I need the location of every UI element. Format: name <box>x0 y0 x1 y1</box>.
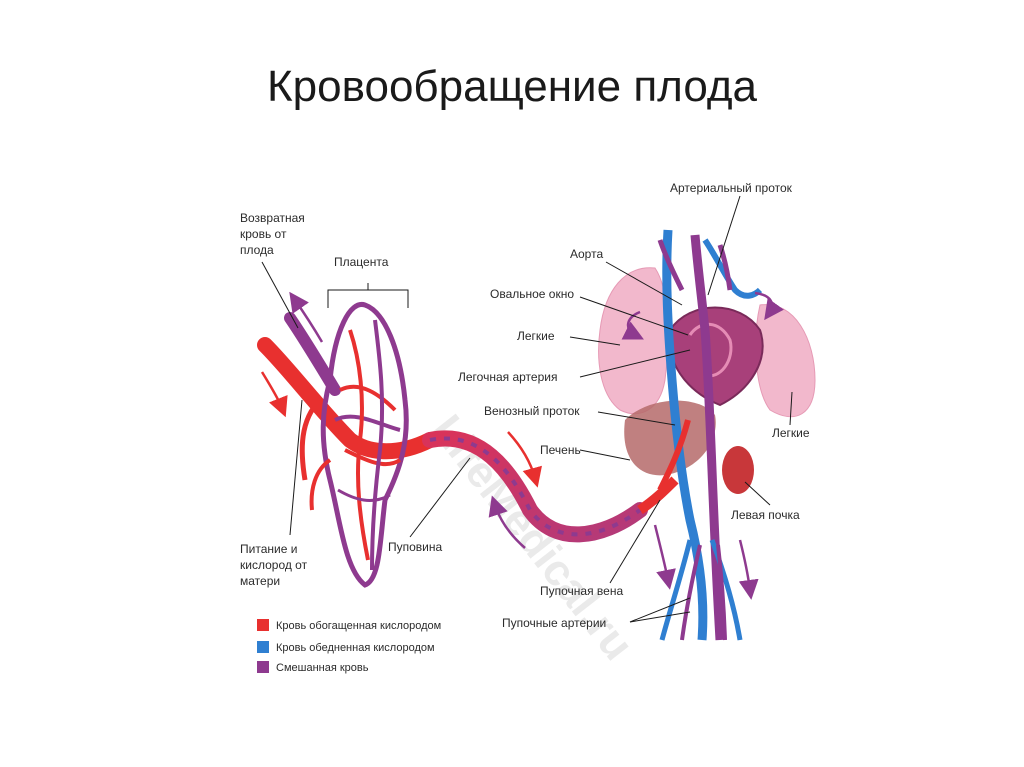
label-umbilical-arteries: Пупочные артерии <box>502 616 606 630</box>
return-blood-arrow <box>289 291 324 343</box>
page-title: Кровообращение плода <box>267 62 757 111</box>
lung-arrow-right <box>754 291 784 321</box>
label-pulmonary-artery: Легочная артерия <box>458 370 557 384</box>
label-nutrition-line2: кислород от <box>240 558 308 572</box>
label-lungs-left: Легкие <box>517 329 555 343</box>
legend-label-oxygenated: Кровь обогащенная кислородом <box>276 620 441 632</box>
fetal-organs <box>598 229 816 641</box>
label-nutrition-line1: Питание и <box>240 542 297 556</box>
label-placenta: Плацента <box>334 255 389 269</box>
label-nutrition-line3: матери <box>240 574 280 588</box>
cord-arrow-in <box>507 431 542 488</box>
label-lungs-right: Легкие <box>772 426 810 440</box>
artery-arrow <box>653 524 676 590</box>
legend-label-deoxygenated: Кровь обедненная кислородом <box>276 642 435 654</box>
left-lung-shape <box>598 267 669 415</box>
legend-swatch-oxygenated <box>257 619 269 631</box>
label-liver: Печень <box>540 443 581 457</box>
label-return-blood-line1: Возвратная <box>240 211 305 225</box>
label-left-kidney: Левая почка <box>731 508 800 522</box>
label-ductus-arteriosus: Артериальный проток <box>670 181 793 195</box>
leader-lines <box>261 195 793 623</box>
label-return-blood-line3: плода <box>240 243 274 257</box>
legend: Кровь обогащенная кислородом Кровь обедн… <box>257 619 441 674</box>
label-umbilical-vein: Пупочная вена <box>540 584 623 598</box>
label-foramen-ovale: Овальное окно <box>490 287 574 301</box>
lung-arrow-left <box>621 310 644 340</box>
label-return-blood-line2: кровь от <box>240 227 287 241</box>
kidney-shape <box>722 446 754 494</box>
label-ductus-venosus: Венозный проток <box>484 404 580 418</box>
cord-arrow-out <box>488 495 526 549</box>
legend-swatch-deoxygenated <box>257 641 269 653</box>
umbilical-cord <box>422 430 679 543</box>
right-lung-shape <box>755 304 816 418</box>
artery-arrow-right <box>738 539 759 600</box>
label-umbilical-cord: Пуповина <box>388 540 443 554</box>
liver-shape <box>624 400 716 476</box>
label-aorta: Аорта <box>570 247 603 261</box>
placenta-vessels <box>257 302 438 588</box>
maternal-supply-arrow <box>260 371 288 418</box>
legend-swatch-mixed <box>257 661 269 673</box>
heart-shape <box>668 306 764 407</box>
legend-label-mixed: Смешанная кровь <box>276 662 369 674</box>
